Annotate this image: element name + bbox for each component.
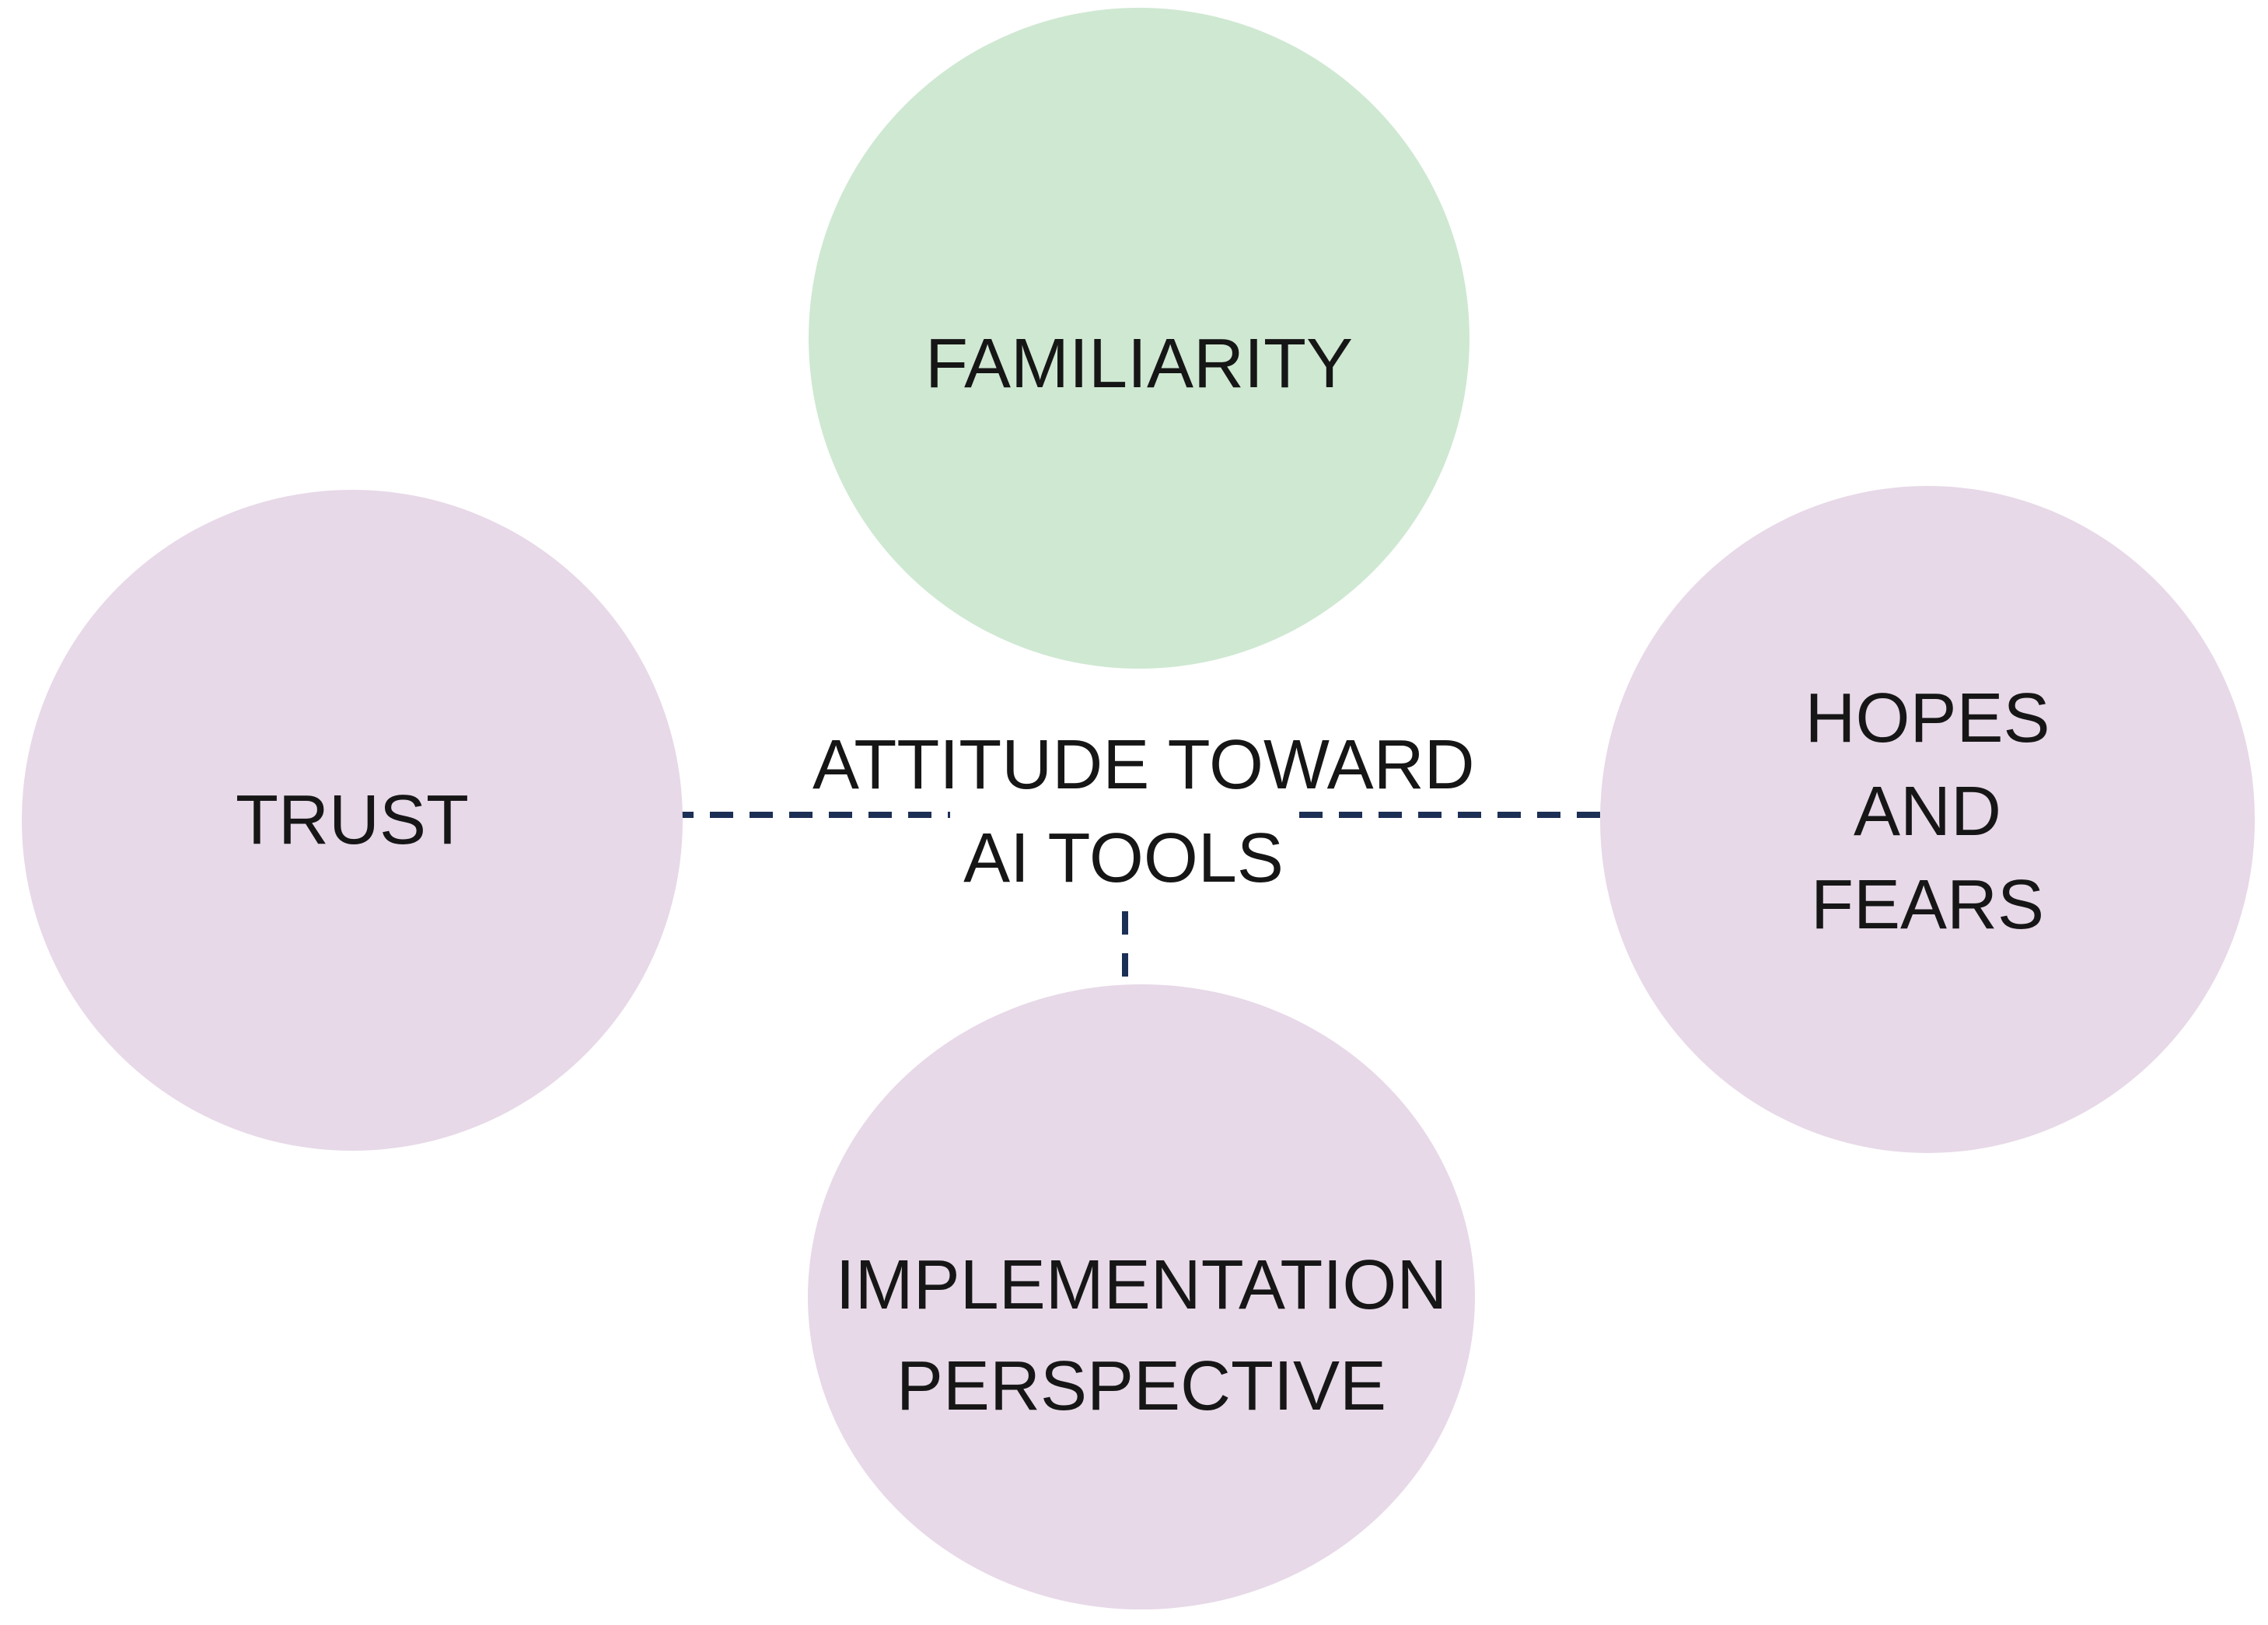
familiarity-label: FAMILIARITY [924, 324, 1354, 403]
familiarity-circle: FAMILIARITY [809, 8, 1469, 669]
center-label: ATTITUDE TOWARD AI TOOLS [812, 718, 1475, 905]
center-label-line1: ATTITUDE TOWARD [812, 726, 1475, 804]
hopes-and-fears-label: HOPES AND FEARS [1805, 672, 2050, 952]
hopes-and-fears-line3: FEARS [1810, 866, 2045, 944]
trust-circle: TRUST [22, 490, 683, 1151]
implementation-perspective-circle: IMPLEMENTATION PERSPECTIVE [808, 984, 1475, 1609]
hopes-and-fears-circle: HOPES AND FEARS [1600, 486, 2255, 1153]
hopes-and-fears-line2: AND [1853, 773, 2002, 851]
implementation-line1: IMPLEMENTATION [835, 1246, 1448, 1324]
implementation-line2: PERSPECTIVE [896, 1347, 1387, 1425]
hopes-and-fears-line1: HOPES [1805, 680, 2050, 757]
trust-label: TRUST [236, 781, 469, 859]
implementation-perspective-label: IMPLEMENTATION PERSPECTIVE [836, 1235, 1448, 1437]
center-label-line2: AI TOOLS [963, 819, 1284, 897]
